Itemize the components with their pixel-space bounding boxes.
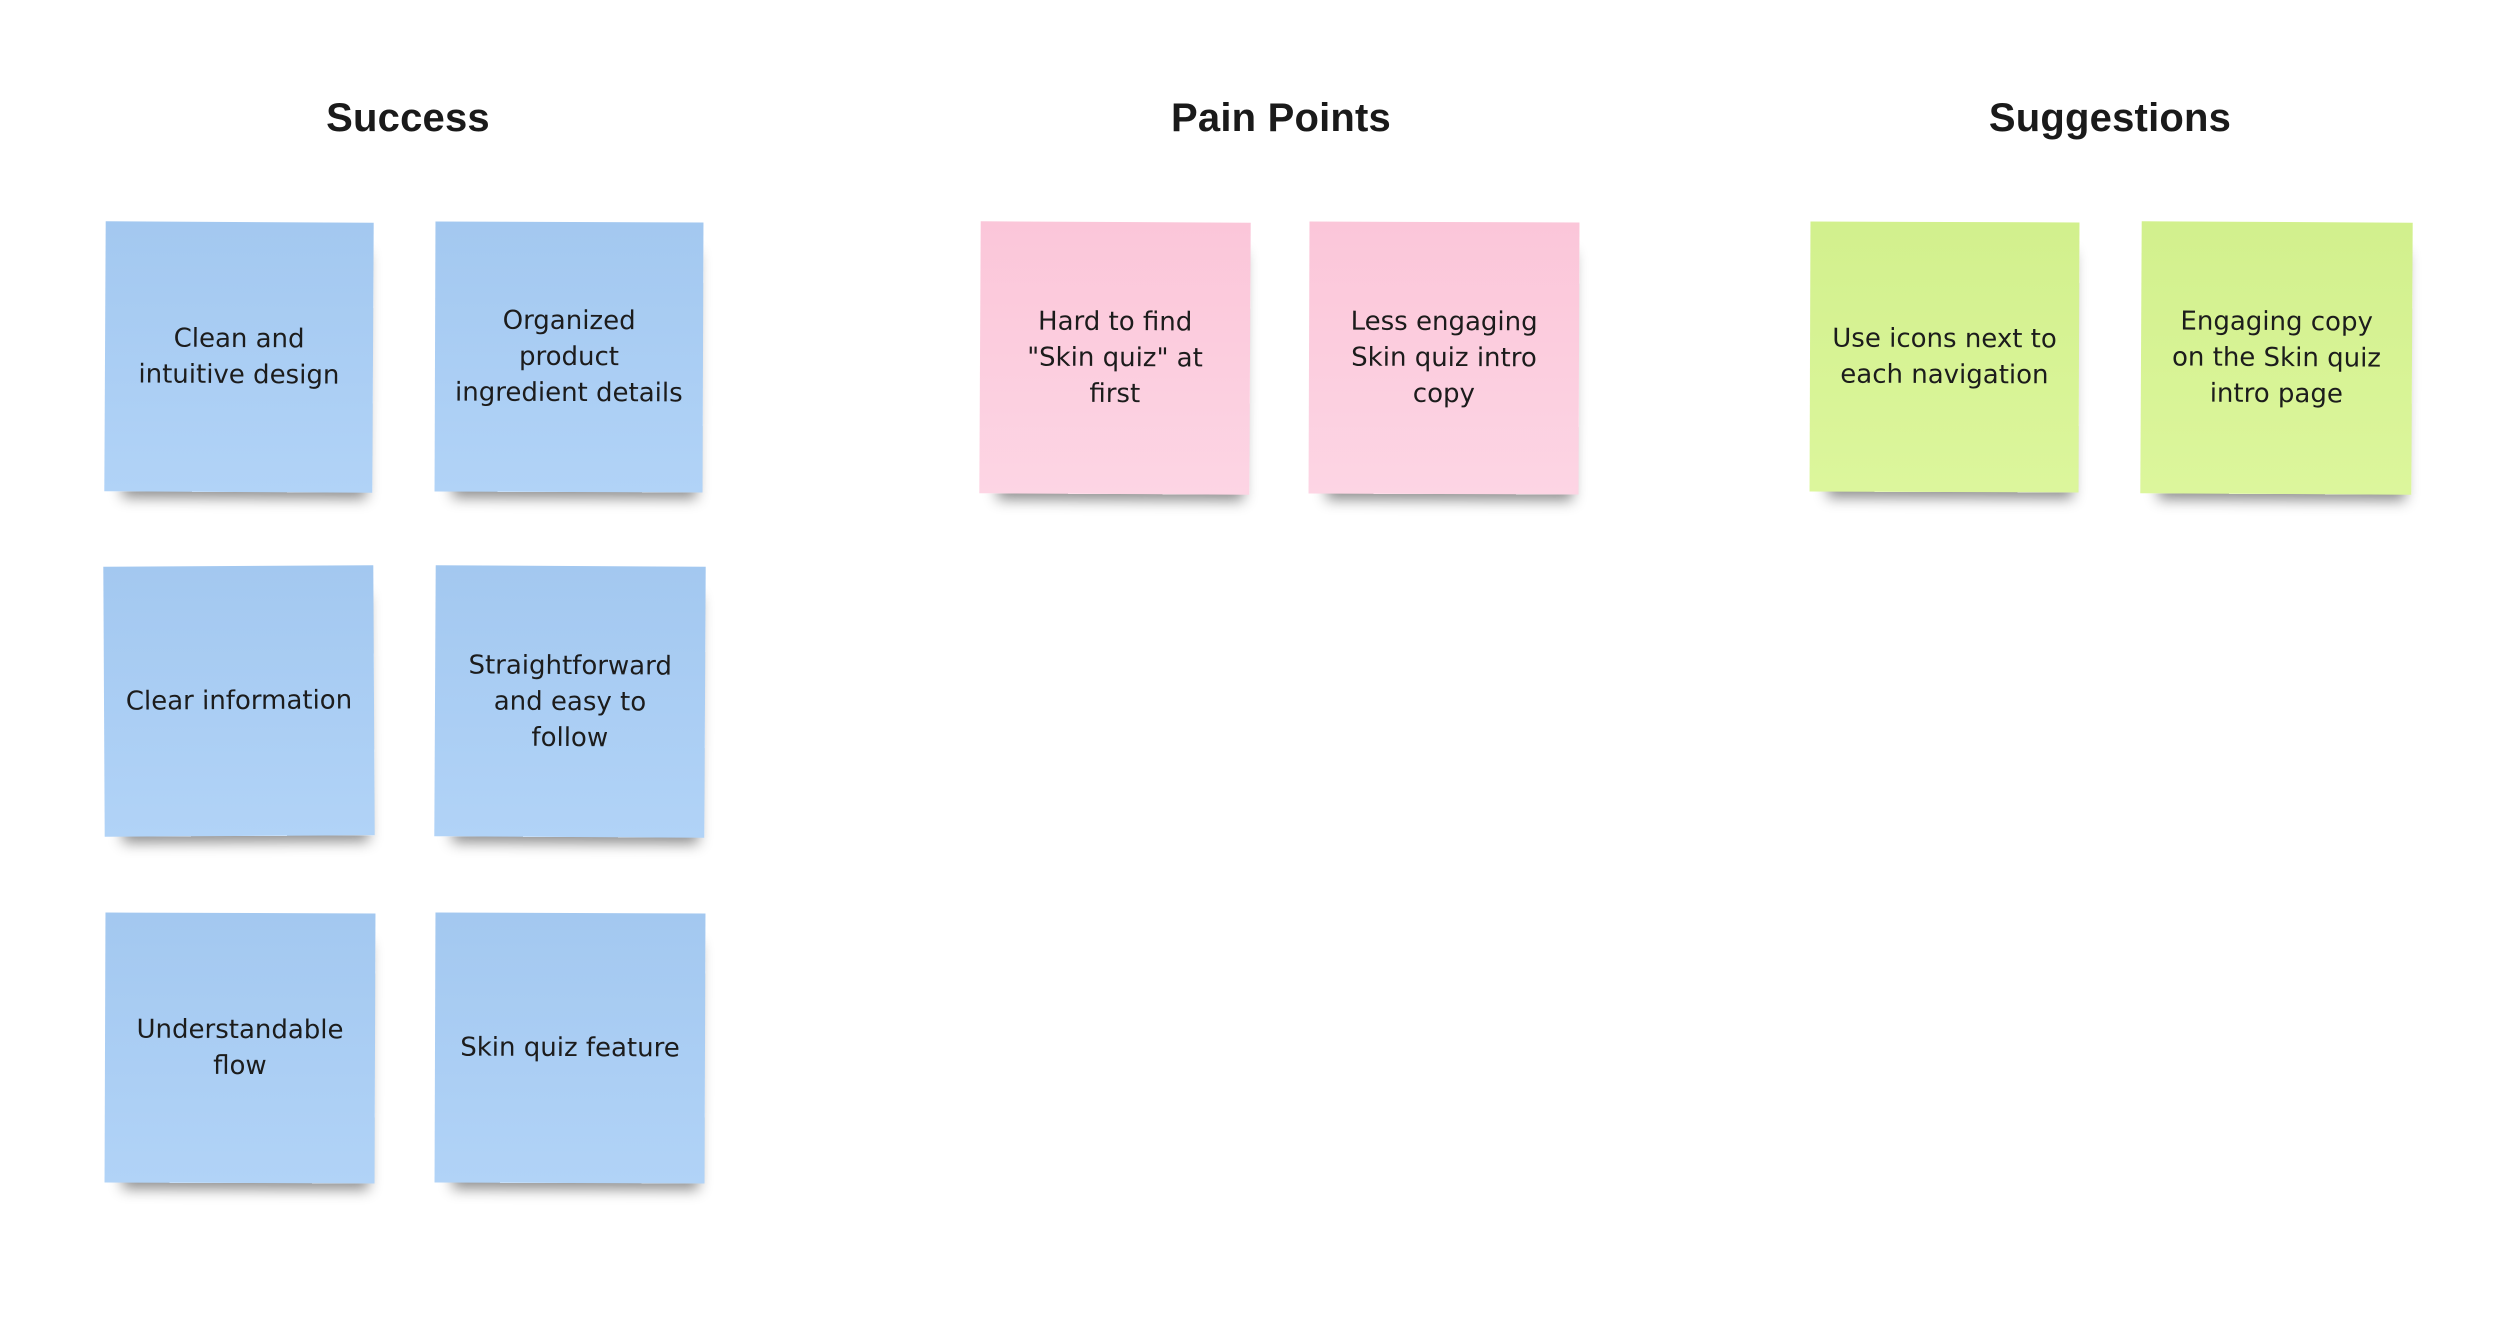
sticky-note-text: Less engaging Skin quiz intro copy xyxy=(1350,306,1538,410)
sticky-note-text: Skin quiz feature xyxy=(460,1032,680,1064)
sticky-note[interactable]: Clean and intuitive design xyxy=(104,221,374,493)
sticky-note[interactable]: Straightforward and easy to follow xyxy=(434,565,706,838)
sticky-note[interactable]: Clear information xyxy=(103,565,375,837)
sticky-note[interactable]: Engaging copy on the Skin quiz intro pag… xyxy=(2140,221,2413,495)
sticky-note-text: Straightforward and easy to follow xyxy=(468,649,672,753)
sticky-note[interactable]: Less engaging Skin quiz intro copy xyxy=(1308,221,1580,495)
sticky-note-text: Engaging copy on the Skin quiz intro pag… xyxy=(2171,306,2382,410)
sticky-note[interactable]: Understandable flow xyxy=(104,912,376,1184)
sticky-note-text: Hard to find "Skin quiz" at first xyxy=(1027,306,1203,410)
pain-points-heading: Pain Points xyxy=(1170,96,1392,140)
sticky-note[interactable]: Hard to find "Skin quiz" at first xyxy=(979,221,1251,495)
sticky-note[interactable]: Skin quiz feature xyxy=(434,912,706,1184)
sticky-note-text: Organized product ingredient details xyxy=(455,305,683,409)
sticky-note-text: Clean and intuitive design xyxy=(138,323,340,391)
sticky-note[interactable]: Use icons next to each navigation xyxy=(1809,221,2080,493)
sticky-note-text: Understandable flow xyxy=(136,1014,344,1082)
suggestions-heading: Suggestions xyxy=(1988,96,2232,140)
sticky-note-text: Use icons next to each navigation xyxy=(1832,323,2057,391)
sticky-note[interactable]: Organized product ingredient details xyxy=(434,221,704,493)
success-heading: Success xyxy=(326,96,490,140)
sticky-note-text: Clear information xyxy=(125,685,353,717)
